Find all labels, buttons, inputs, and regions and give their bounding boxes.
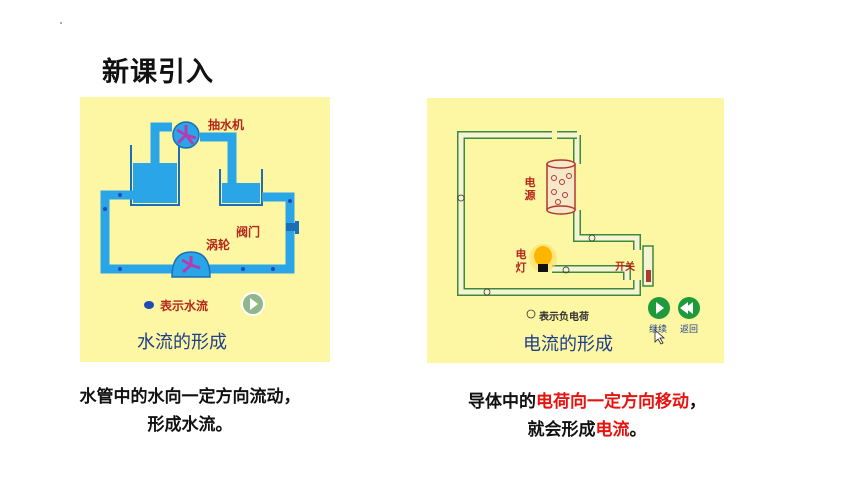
- right-water-tank: [219, 169, 263, 206]
- pump-riser-pipe: [150, 122, 237, 187]
- current-line1-prefix: 导体中的: [468, 392, 536, 412]
- water-circuit-diagram: [100, 121, 299, 316]
- water-description: 水管中的水向一定方向流动， 形成水流。: [50, 383, 330, 439]
- left-water-tank: [130, 145, 180, 206]
- pump-fan-icon: [172, 121, 200, 149]
- turbine-label: 涡轮: [206, 238, 231, 252]
- current-description-line-1: 导体中的电荷向一定方向移动，: [427, 388, 747, 416]
- current-flow-illustration: 电源 电灯 开关 表示负电荷 继续 返回 电流的形成: [427, 98, 724, 363]
- current-line1-suffix: ，: [689, 392, 706, 412]
- current-line2-suffix: 。: [629, 420, 647, 440]
- water-play-button[interactable]: [241, 292, 265, 316]
- power-source-icon: [546, 159, 576, 215]
- slide-title: 新课引入: [102, 57, 214, 88]
- valve-label: 阀门: [236, 225, 261, 239]
- switch-label: 开关: [615, 262, 635, 273]
- current-line1-highlight: 电荷向一定方向移动: [536, 392, 689, 412]
- back-label[interactable]: 返回: [680, 325, 699, 335]
- current-line2-highlight: 电流: [595, 420, 630, 440]
- slide-dot-marker: [60, 22, 62, 24]
- current-line2-prefix: 就会形成: [527, 420, 596, 440]
- current-panel-caption: 电流的形成: [523, 334, 613, 355]
- water-legend-label: 表示水流: [160, 299, 209, 313]
- negative-charge-markers: [457, 194, 596, 319]
- light-bulb-icon: [529, 244, 557, 272]
- pump-label: 抽水机: [208, 118, 245, 132]
- electric-circuit-diagram: [457, 131, 700, 345]
- power-source-label: 电源: [524, 176, 536, 202]
- water-legend-dot: [144, 301, 154, 309]
- water-panel-caption: 水流的形成: [137, 332, 227, 353]
- valve-icon: [286, 221, 299, 234]
- back-button[interactable]: [678, 297, 700, 319]
- cursor-pointer-icon: [654, 329, 666, 345]
- current-description: 导体中的电荷向一定方向移动， 就会形成电流。: [427, 388, 747, 444]
- continue-button[interactable]: [648, 297, 670, 319]
- water-flow-dots: [103, 193, 292, 271]
- water-description-line-2: 形成水流。: [147, 415, 233, 435]
- turbine-icon: [171, 251, 211, 278]
- water-description-line-1: 水管中的水向一定方向流动，: [79, 387, 301, 407]
- continue-label[interactable]: 继续: [649, 325, 668, 335]
- current-description-line-2: 就会形成电流。: [427, 416, 747, 444]
- water-flow-illustration: 抽水机 阀门 涡轮 表示水流 水流的形成: [80, 97, 330, 362]
- charge-legend-label: 表示负电荷: [539, 312, 589, 323]
- lamp-label: 电灯: [515, 248, 527, 274]
- switch-icon: [642, 245, 654, 287]
